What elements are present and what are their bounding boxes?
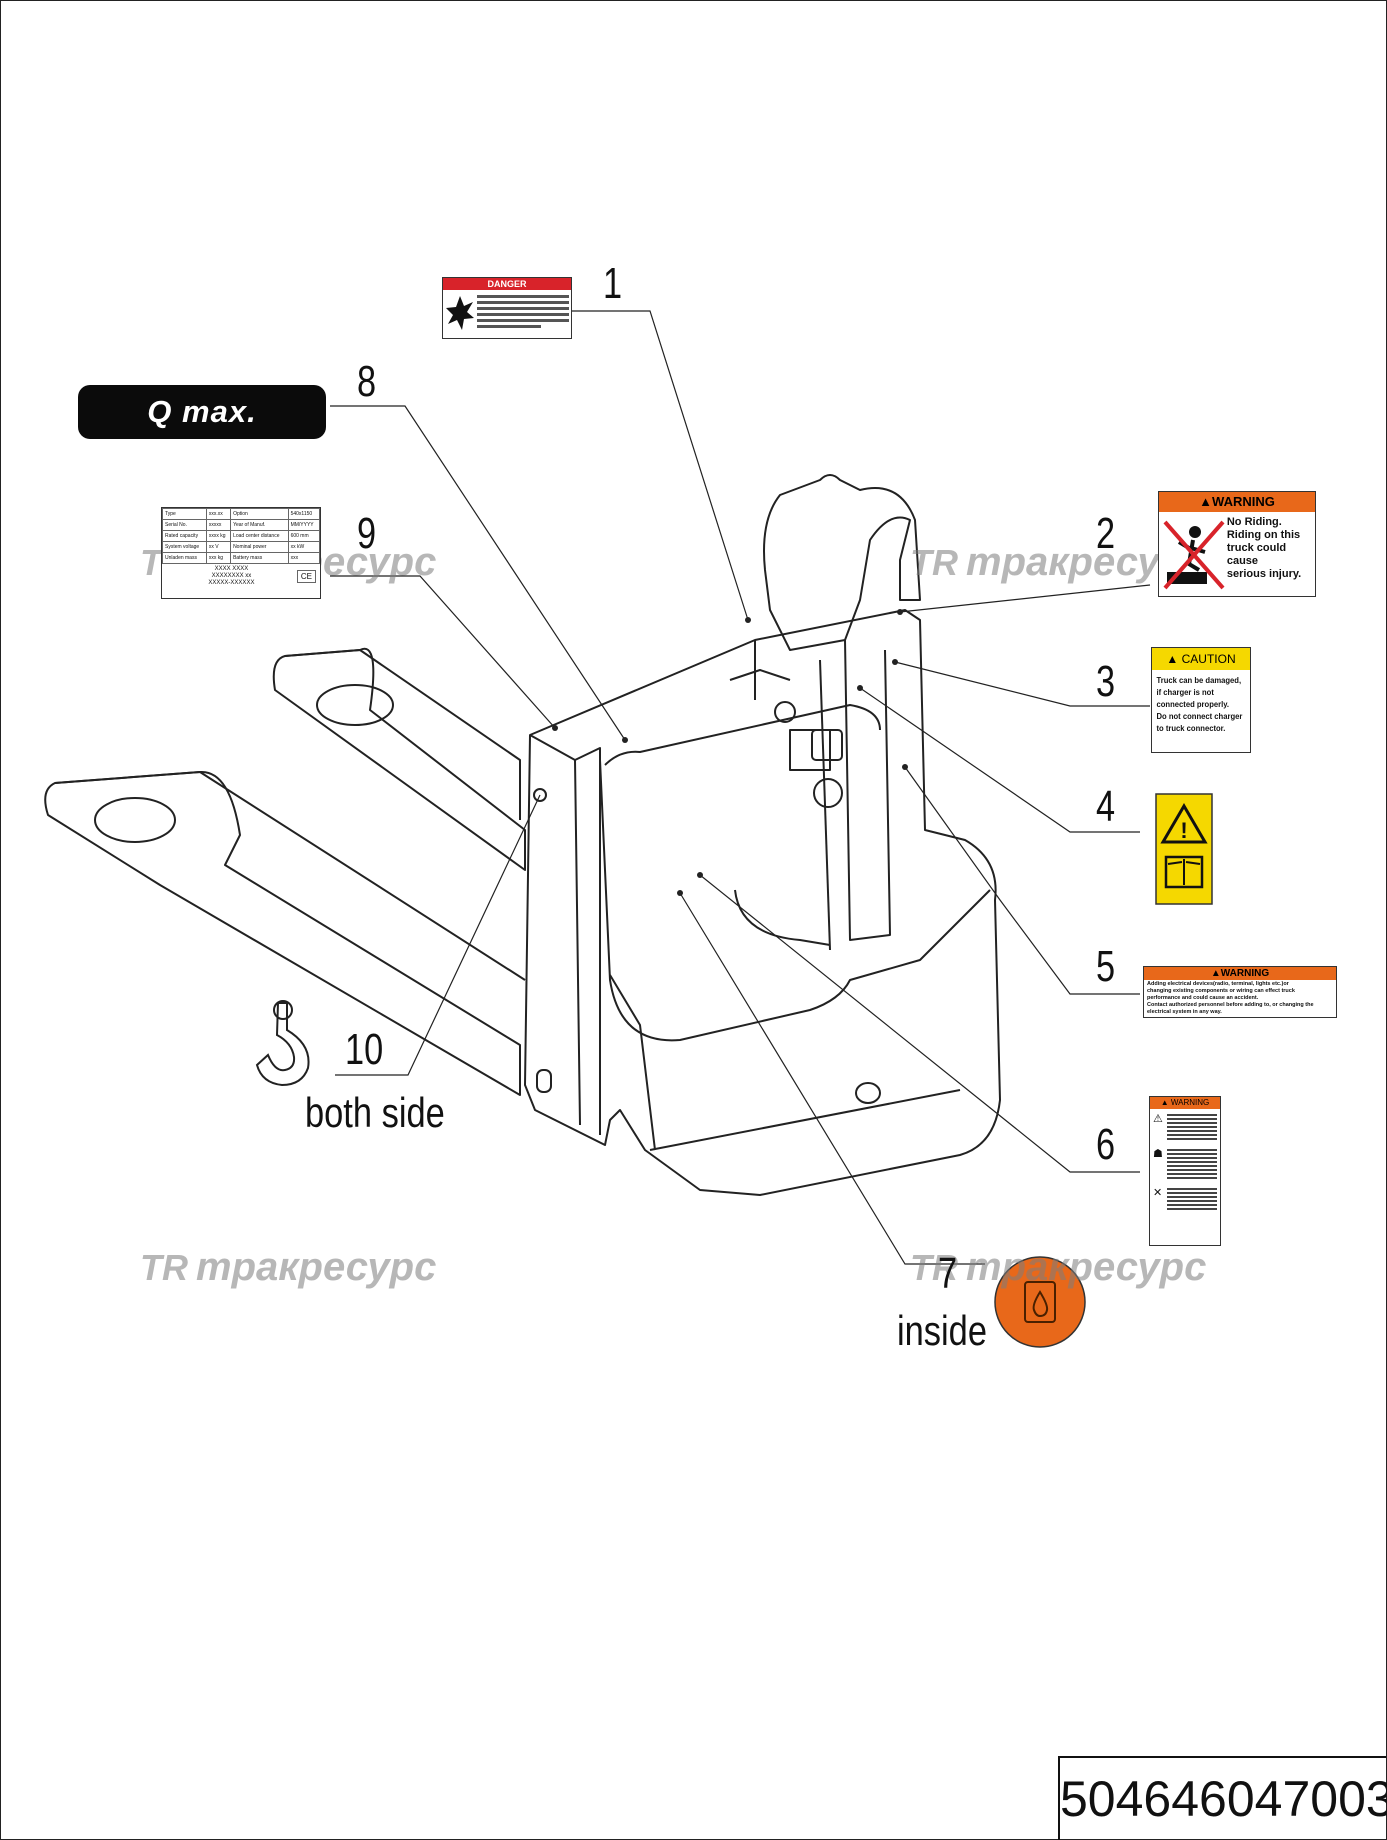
explosion-icon (446, 296, 474, 330)
callout-9: 9 (357, 509, 377, 558)
label-1-danger-battery: DANGER (442, 277, 572, 339)
callout-10: 10 (345, 1025, 384, 1074)
label-5-warning-electrical: ▲WARNING Adding electrical devices(radio… (1143, 966, 1337, 1018)
leader-10 (335, 794, 541, 1076)
leader-1 (572, 310, 749, 621)
svg-text:!: ! (1180, 818, 1187, 843)
callout-8: 8 (357, 357, 377, 406)
callout-2: 2 (1096, 509, 1116, 558)
label-6-warning-operation: ▲ WARNING ⚠ ☗ ✕ (1149, 1096, 1221, 1246)
callout-5: 5 (1096, 942, 1116, 991)
warning-triangle-icon: ▲ (1166, 652, 1179, 666)
hook-icon (255, 1002, 310, 1087)
leader-2 (899, 584, 1151, 613)
person-icon: ☗ (1153, 1148, 1163, 1160)
label-8-capacity: Q max. 3600LBS (78, 385, 326, 483)
truck-body (524, 609, 1001, 1196)
part-number: 504646047003 (1058, 1756, 1387, 1840)
callout-3: 3 (1096, 657, 1116, 706)
callout-4: 4 (1096, 782, 1116, 831)
callout-1: 1 (603, 259, 623, 308)
warning-header: ▲WARNING (1159, 492, 1315, 512)
label-4-read-manual: ! (1155, 793, 1213, 905)
warning-header: ▲WARNING (1144, 967, 1336, 980)
callout-7: 7 (938, 1249, 958, 1298)
oil-drop-icon (1032, 1290, 1049, 1318)
fork-upper (272, 647, 526, 871)
warning-triangle-icon: ▲ (1160, 1098, 1169, 1107)
fork-lower (44, 770, 521, 1096)
caption-both-side: both side (305, 1089, 445, 1136)
warning-triangle-icon: ⚠ (1153, 1113, 1163, 1125)
caution-header: ▲ CAUTION (1152, 648, 1250, 670)
danger-header: DANGER (443, 278, 571, 290)
caption-inside: inside (897, 1307, 987, 1354)
warning-triangle-icon: ▲ (1210, 968, 1221, 979)
label-7-oil-circle (994, 1256, 1086, 1348)
leader-3 (894, 661, 1150, 707)
label-3-caution-charger: ▲ CAUTION Truck can be damaged, if charg… (1151, 647, 1251, 753)
leader-7 (679, 892, 985, 1265)
callout-6: 6 (1096, 1120, 1116, 1169)
leader-6 (699, 874, 1140, 1173)
warning-header: ▲ WARNING (1150, 1097, 1220, 1109)
leader-9 (330, 575, 556, 729)
label-2-warning-no-riding: ▲WARNING No Riding. Riding on this truck… (1158, 491, 1316, 597)
leader-8 (330, 405, 626, 741)
warning-triangle-icon: ▲ (1199, 494, 1213, 509)
no-riding-icon (1163, 520, 1225, 590)
leader-5 (904, 766, 1140, 995)
leader-4 (859, 687, 1140, 833)
tiller-arm (763, 474, 921, 651)
ce-mark: CE (296, 570, 316, 583)
no-step-icon: ✕ (1153, 1187, 1163, 1199)
